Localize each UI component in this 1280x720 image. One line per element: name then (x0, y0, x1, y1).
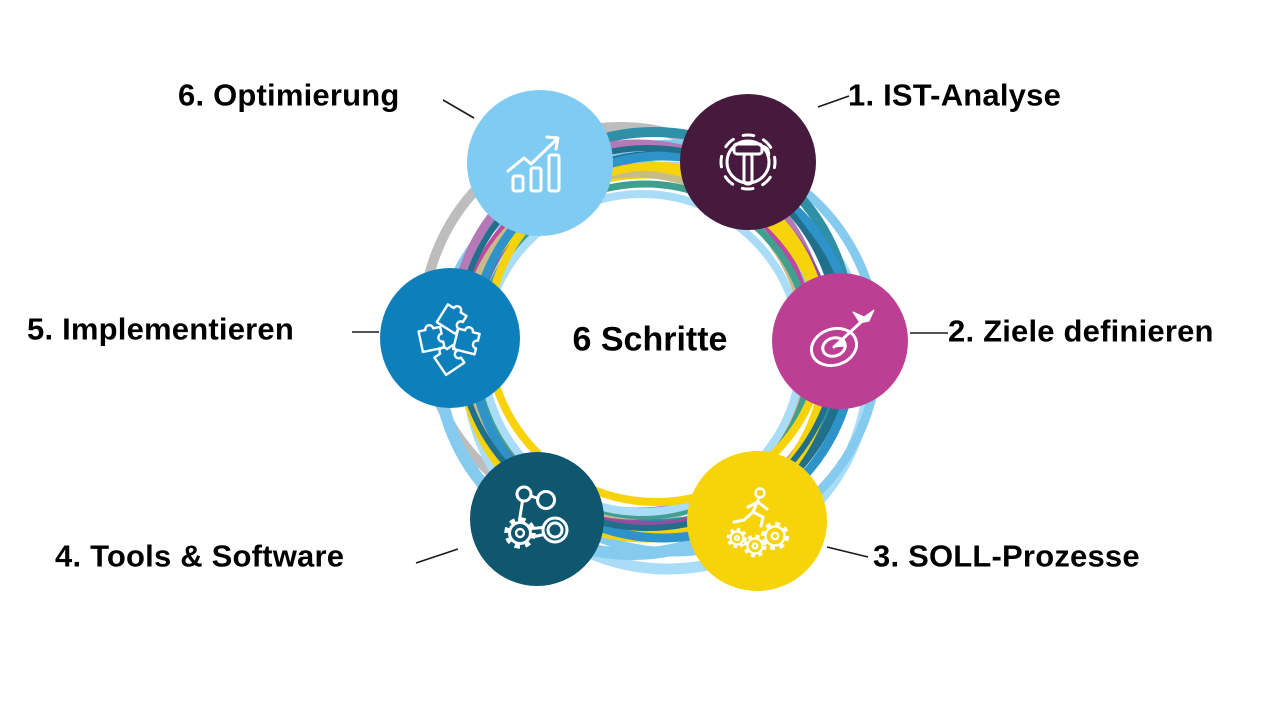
network-gear-icon (504, 485, 569, 549)
center-title: 6 Schritte (572, 320, 728, 359)
puzzle-pieces-icon (417, 303, 481, 377)
step-5-label: 5. Implementieren (27, 311, 294, 347)
step-6-label: 6. Optimierung (178, 77, 400, 113)
step-2-label: 2. Ziele definieren (948, 313, 1214, 349)
connector-step-1 (817, 95, 850, 108)
step-1-label: 1. IST-Analyse (848, 77, 1062, 113)
target-dart-icon (809, 309, 875, 368)
label-connectors (352, 95, 948, 564)
step-3-circle (687, 451, 827, 591)
step-4-circle (470, 452, 604, 586)
gear-hammer-icon (719, 133, 777, 191)
step-2-circle (772, 273, 908, 409)
step-5-circle (380, 268, 520, 408)
growth-chart-icon (506, 135, 561, 193)
connector-step-4 (415, 548, 459, 564)
step-3-label: 3. SOLL-Prozesse (873, 538, 1140, 574)
step-6-circle (467, 90, 613, 236)
step-4-label: 4. Tools & Software (55, 538, 345, 574)
connector-step-6 (442, 99, 475, 119)
runner-gears-icon (726, 487, 790, 558)
connector-step-3 (826, 546, 869, 558)
step-1-circle (680, 94, 816, 230)
